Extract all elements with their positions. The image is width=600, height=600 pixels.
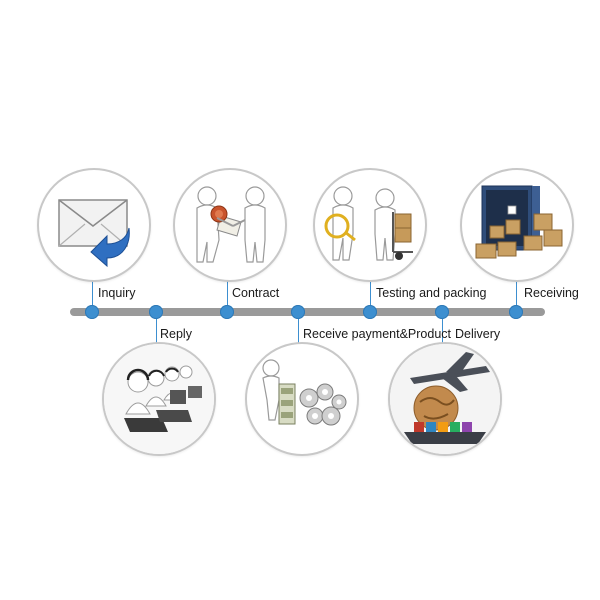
call-center-icon [104, 344, 214, 454]
step-label-testing: Testing and packing [376, 286, 487, 300]
step-label-delivery: Delivery [455, 327, 501, 341]
timeline-bar [70, 308, 545, 316]
money-gears-icon [262, 359, 347, 426]
tick-receiving [516, 278, 517, 308]
tick-receive [298, 316, 299, 346]
dot-contract [220, 305, 234, 319]
dot-inquiry [85, 305, 99, 319]
tick-reply [156, 316, 157, 346]
dot-receive [291, 305, 305, 319]
step-label-inquiry: Inquiry [98, 286, 136, 300]
delivery-illustration [388, 342, 502, 456]
container-boxes-icon [475, 185, 563, 259]
plane-ship-globe-icon [390, 344, 500, 454]
tick-contract [227, 278, 228, 308]
inspection-cart-icon [324, 186, 413, 261]
envelope-reply-icon [58, 199, 130, 268]
receiving-illustration [460, 168, 574, 282]
step-label-receive: Receive payment&Product [303, 327, 451, 341]
contract-illustration [173, 168, 287, 282]
dot-testing [363, 305, 377, 319]
step-label-reply: Reply [160, 327, 192, 341]
receive-illustration [245, 342, 359, 456]
dot-receiving [509, 305, 523, 319]
reply-illustration [102, 342, 216, 456]
tick-testing [370, 278, 371, 308]
step-label-contract: Contract [232, 286, 280, 300]
inquiry-illustration [37, 168, 151, 282]
dot-reply [149, 305, 163, 319]
tick-delivery [442, 316, 443, 346]
dot-delivery [435, 305, 449, 319]
testing-illustration [313, 168, 427, 282]
step-label-receiving: Receiving [524, 286, 579, 300]
handshake-contract-icon [196, 186, 266, 263]
tick-inquiry [92, 278, 93, 308]
